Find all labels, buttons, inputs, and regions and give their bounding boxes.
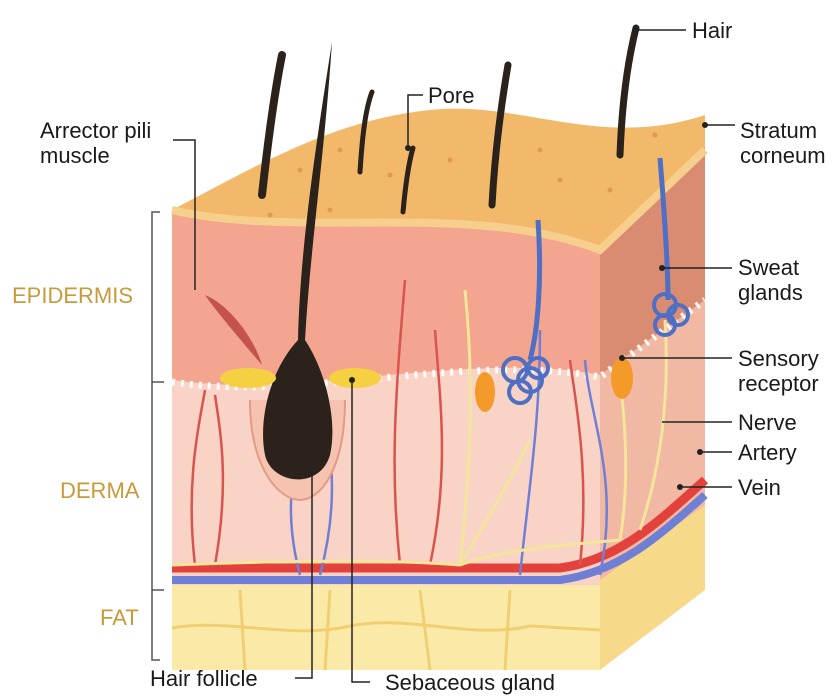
label-vein: Vein xyxy=(738,475,781,500)
layer-bracket xyxy=(152,212,164,660)
sensory-receptor-front xyxy=(475,372,495,412)
sebaceous-gland-left xyxy=(220,368,276,388)
sebaceous-gland-right xyxy=(329,368,381,388)
label-hair: Hair xyxy=(692,18,732,43)
label-sweat-line2: glands xyxy=(738,280,803,305)
label-sensory-line1: Sensory xyxy=(738,346,819,371)
derma-front xyxy=(172,368,600,585)
label-sebaceous-gland: Sebaceous gland xyxy=(385,670,555,695)
label-arrector-line2: muscle xyxy=(40,143,110,168)
sensory-receptor-side xyxy=(611,357,633,399)
label-hair-follicle: Hair follicle xyxy=(150,666,258,691)
label-pore: Pore xyxy=(428,83,474,108)
layer-derma: DERMA xyxy=(60,478,139,503)
layer-epidermis: EPIDERMIS xyxy=(12,283,133,308)
label-artery: Artery xyxy=(738,440,797,465)
layer-fat: FAT xyxy=(100,605,139,630)
label-sensory-line2: receptor xyxy=(738,371,819,396)
label-nerve: Nerve xyxy=(738,410,797,435)
label-arrector-line1: Arrector pili xyxy=(40,118,151,143)
label-stratum-line2: corneum xyxy=(740,143,826,168)
label-sweat-line1: Sweat xyxy=(738,255,799,280)
label-stratum-line1: Stratum xyxy=(740,118,817,143)
